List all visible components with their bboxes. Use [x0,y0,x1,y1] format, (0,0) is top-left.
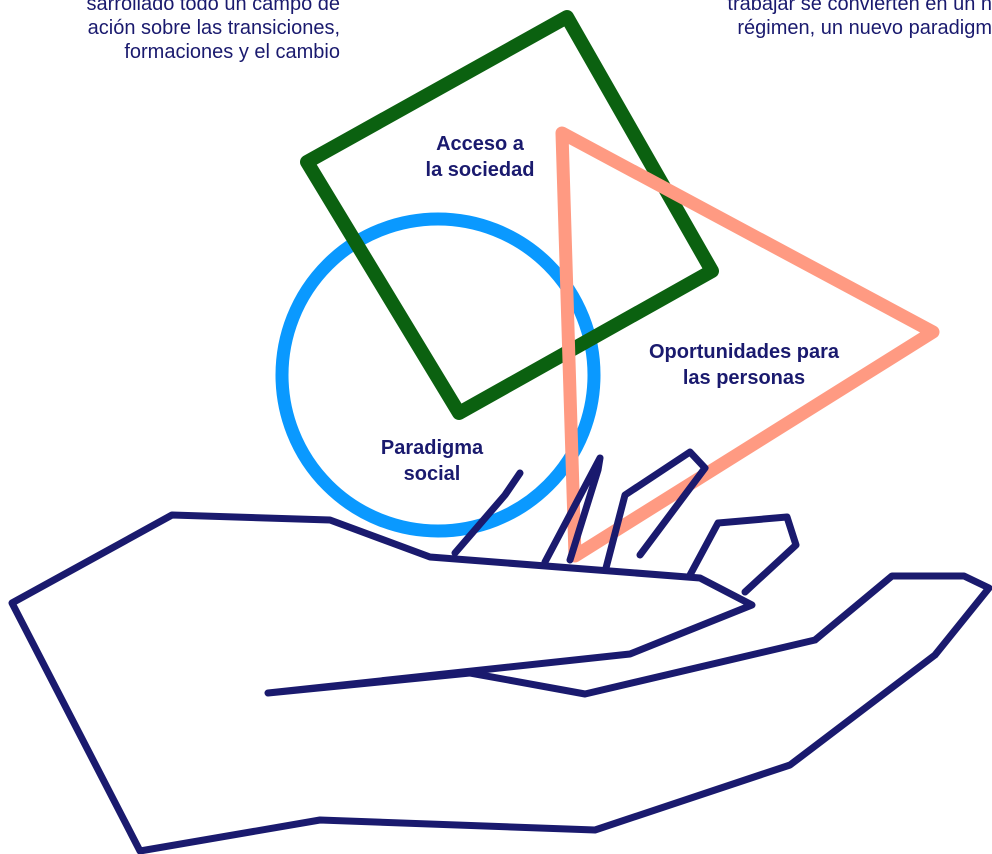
text-line: ación sobre las transiciones, [87,17,340,39]
label-line: social [403,463,461,485]
label-line: Acceso a [436,133,524,155]
shape-label-paradigm: Paradigma social [332,435,532,487]
body-text-fragment-right: trabajar se convierten en un n régimen, … [600,0,992,40]
hand-finger-4 [686,513,800,596]
label-line: las personas [682,367,806,389]
text-line: régimen, un nuevo paradigm [737,17,992,39]
circle-shape [275,212,601,538]
hand-icon [8,448,992,854]
shape-label-access: Acceso a la sociedad [380,131,580,183]
text-line: sarrollado todo un campo de [86,0,341,15]
label-line: Paradigma [380,437,484,459]
text-line: formaciones y el cambio [124,41,340,63]
hand-finger-2 [541,454,604,566]
hand-palm-outline [8,511,992,854]
hand-finger-3 [602,448,709,572]
label-line: Oportunidades para [648,341,840,363]
label-line: la sociedad [425,159,535,181]
hand-finger-1 [451,469,524,557]
text-line: trabajar se convierten en un n [727,0,992,15]
triangle-shape [555,126,940,563]
body-text-fragment-left: sarrollado todo un campo de ación sobre … [0,0,341,64]
shape-label-opportunities: Oportunidades para las personas [612,339,876,391]
